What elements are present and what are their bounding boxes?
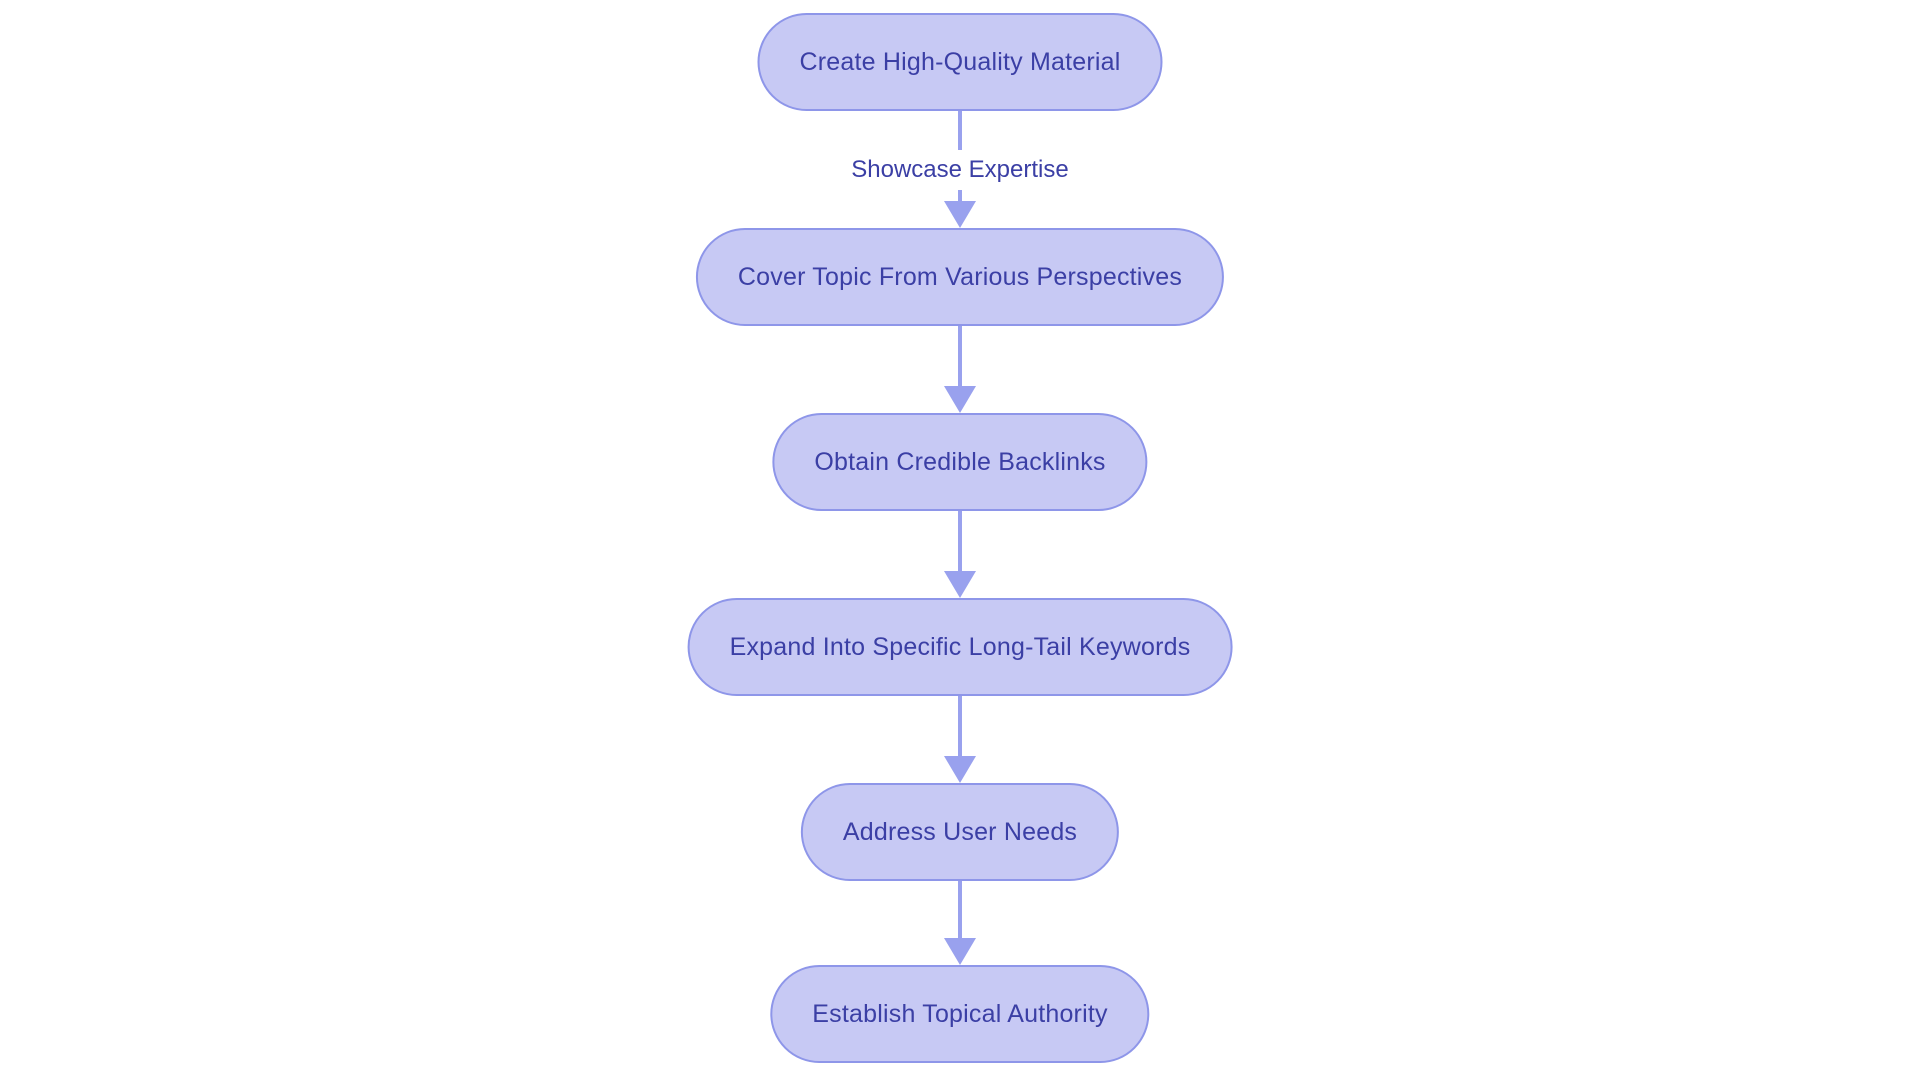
flow-node-create-material: Create High-Quality Material (757, 13, 1163, 111)
node-label: Create High-Quality Material (799, 47, 1121, 76)
node-label: Address User Needs (842, 817, 1078, 846)
node-label: Cover Topic From Various Perspectives (737, 262, 1183, 291)
arrow-line (958, 326, 962, 399)
edge-needs-to-authority (760, 881, 1160, 965)
flow-node-cover-topic: Cover Topic From Various Perspectives (695, 228, 1225, 326)
arrow-line (958, 881, 962, 951)
arrow-head-icon (944, 386, 976, 413)
flow-node-expand-keywords: Expand Into Specific Long-Tail Keywords (687, 598, 1233, 696)
flow-node-obtain-backlinks: Obtain Credible Backlinks (772, 413, 1148, 511)
node-label: Establish Topical Authority (812, 999, 1108, 1028)
arrow-head-icon (944, 571, 976, 598)
edge-keywords-to-needs (760, 696, 1160, 783)
arrow-line (958, 696, 962, 769)
arrow-head-icon (944, 938, 976, 965)
edge-create-to-cover: Showcase Expertise (760, 111, 1160, 228)
node-label: Obtain Credible Backlinks (814, 447, 1106, 476)
arrow-head-icon (944, 201, 976, 228)
node-label: Expand Into Specific Long-Tail Keywords (729, 632, 1191, 661)
flow-node-establish-authority: Establish Topical Authority (770, 965, 1150, 1063)
edge-cover-to-backlinks (760, 326, 1160, 413)
flow-node-address-needs: Address User Needs (800, 783, 1120, 881)
arrow-line (958, 511, 962, 584)
edge-backlinks-to-keywords (760, 511, 1160, 598)
edge-label: Showcase Expertise (841, 149, 1079, 190)
arrow-head-icon (944, 756, 976, 783)
